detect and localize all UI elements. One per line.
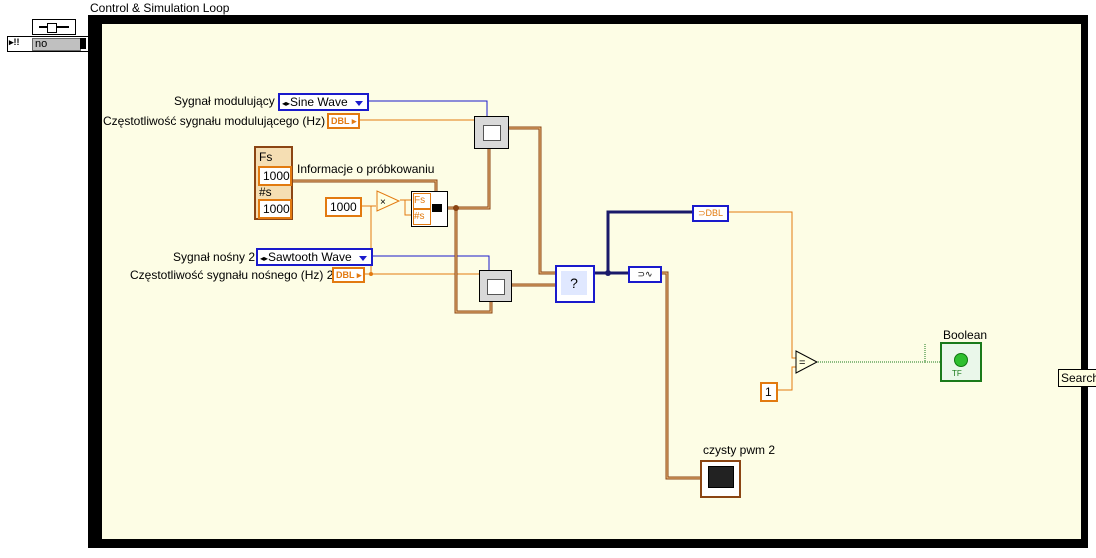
waveform-generator-1[interactable] xyxy=(474,116,509,149)
graph-icon xyxy=(708,466,734,488)
waveform-graph-indicator[interactable] xyxy=(700,460,741,498)
carrier-freq-label: Częstotliwość sygnału nośnego (Hz) 2 xyxy=(130,268,334,282)
dbl-converter[interactable]: ⊃DBL xyxy=(692,205,729,222)
comparison-icon: ? xyxy=(561,271,587,295)
condition-dropdown-icon[interactable] xyxy=(80,38,86,49)
loop-side-control[interactable]: ▸!! no xyxy=(7,19,89,52)
sampling-label: Informacje o próbkowaniu xyxy=(297,162,435,176)
wire-modulating-enum xyxy=(358,100,488,116)
loop-title: Control & Simulation Loop xyxy=(90,1,230,15)
wire-const-1 xyxy=(772,366,796,391)
bundle-fs: Fs xyxy=(413,193,431,209)
constant-1[interactable]: 1 xyxy=(760,382,778,402)
wire-carrier-enum xyxy=(364,255,490,270)
loop-timing-icon xyxy=(32,19,76,35)
waveform-icon xyxy=(483,125,501,141)
carrier-freq-type: DBL xyxy=(336,270,355,280)
ring-dropdown-icon xyxy=(358,256,367,261)
carrier-freq-terminal[interactable]: DBL ▸ xyxy=(332,267,366,283)
boolean-label: Boolean xyxy=(943,328,988,342)
constant-1000[interactable]: 1000 xyxy=(325,197,362,217)
modulating-signal-ring[interactable]: ◂▸Sine Wave xyxy=(278,93,369,111)
waveform-generator-2[interactable] xyxy=(479,270,512,302)
sampling-cluster[interactable]: Fs 1000 #s 1000 xyxy=(254,146,293,220)
waveform-icon xyxy=(487,279,505,295)
multiply-icon xyxy=(376,190,401,212)
mod-freq-terminal[interactable]: DBL ▸ xyxy=(327,113,361,129)
loop-condition-field[interactable]: ▸!! no xyxy=(7,36,89,52)
wire-dbl-out xyxy=(727,211,796,359)
wire-multiply-ns xyxy=(404,200,412,216)
svg-text:×: × xyxy=(380,197,386,208)
graph-label: czysty pwm 2 xyxy=(703,443,776,457)
fs-label: Fs xyxy=(259,150,273,164)
bundle-arrow-icon xyxy=(432,204,442,212)
equal-icon xyxy=(795,350,819,374)
mod-freq-type: DBL xyxy=(331,116,350,126)
modulating-signal-value: Sine Wave xyxy=(290,95,348,109)
comparison-express-vi[interactable]: ? xyxy=(555,265,595,303)
bundle-ns: #s xyxy=(413,209,431,225)
carrier-signal-value: Sawtooth Wave xyxy=(268,250,352,264)
modulating-signal-label: Sygnał modulujący xyxy=(174,94,275,108)
fs-value[interactable]: 1000 xyxy=(258,166,292,186)
waveform-converter[interactable]: ⊃∿ xyxy=(628,266,662,283)
ring-dropdown-icon xyxy=(354,101,363,106)
svg-text:=: = xyxy=(799,357,805,369)
mod-freq-label: Częstotliwość sygnału modulującego (Hz) xyxy=(103,114,326,128)
condition-prefix: ▸!! xyxy=(9,37,20,47)
wire-compare-branch xyxy=(606,210,692,273)
condition-value[interactable]: no xyxy=(32,38,81,51)
led-icon xyxy=(954,353,968,367)
search-tooltip: Search xyxy=(1058,369,1096,387)
boolean-type: TF xyxy=(952,369,962,378)
carrier-signal-label: Sygnał nośny 2 xyxy=(173,250,256,264)
dbl-converter-label: DBL xyxy=(705,208,724,218)
boolean-indicator[interactable]: TF xyxy=(940,342,982,382)
bundle-node[interactable]: Fs #s xyxy=(411,191,448,227)
ns-label: #s xyxy=(259,185,272,199)
ns-value[interactable]: 1000 xyxy=(258,199,292,219)
carrier-signal-ring[interactable]: ◂▸Sawtooth Wave xyxy=(256,248,373,266)
